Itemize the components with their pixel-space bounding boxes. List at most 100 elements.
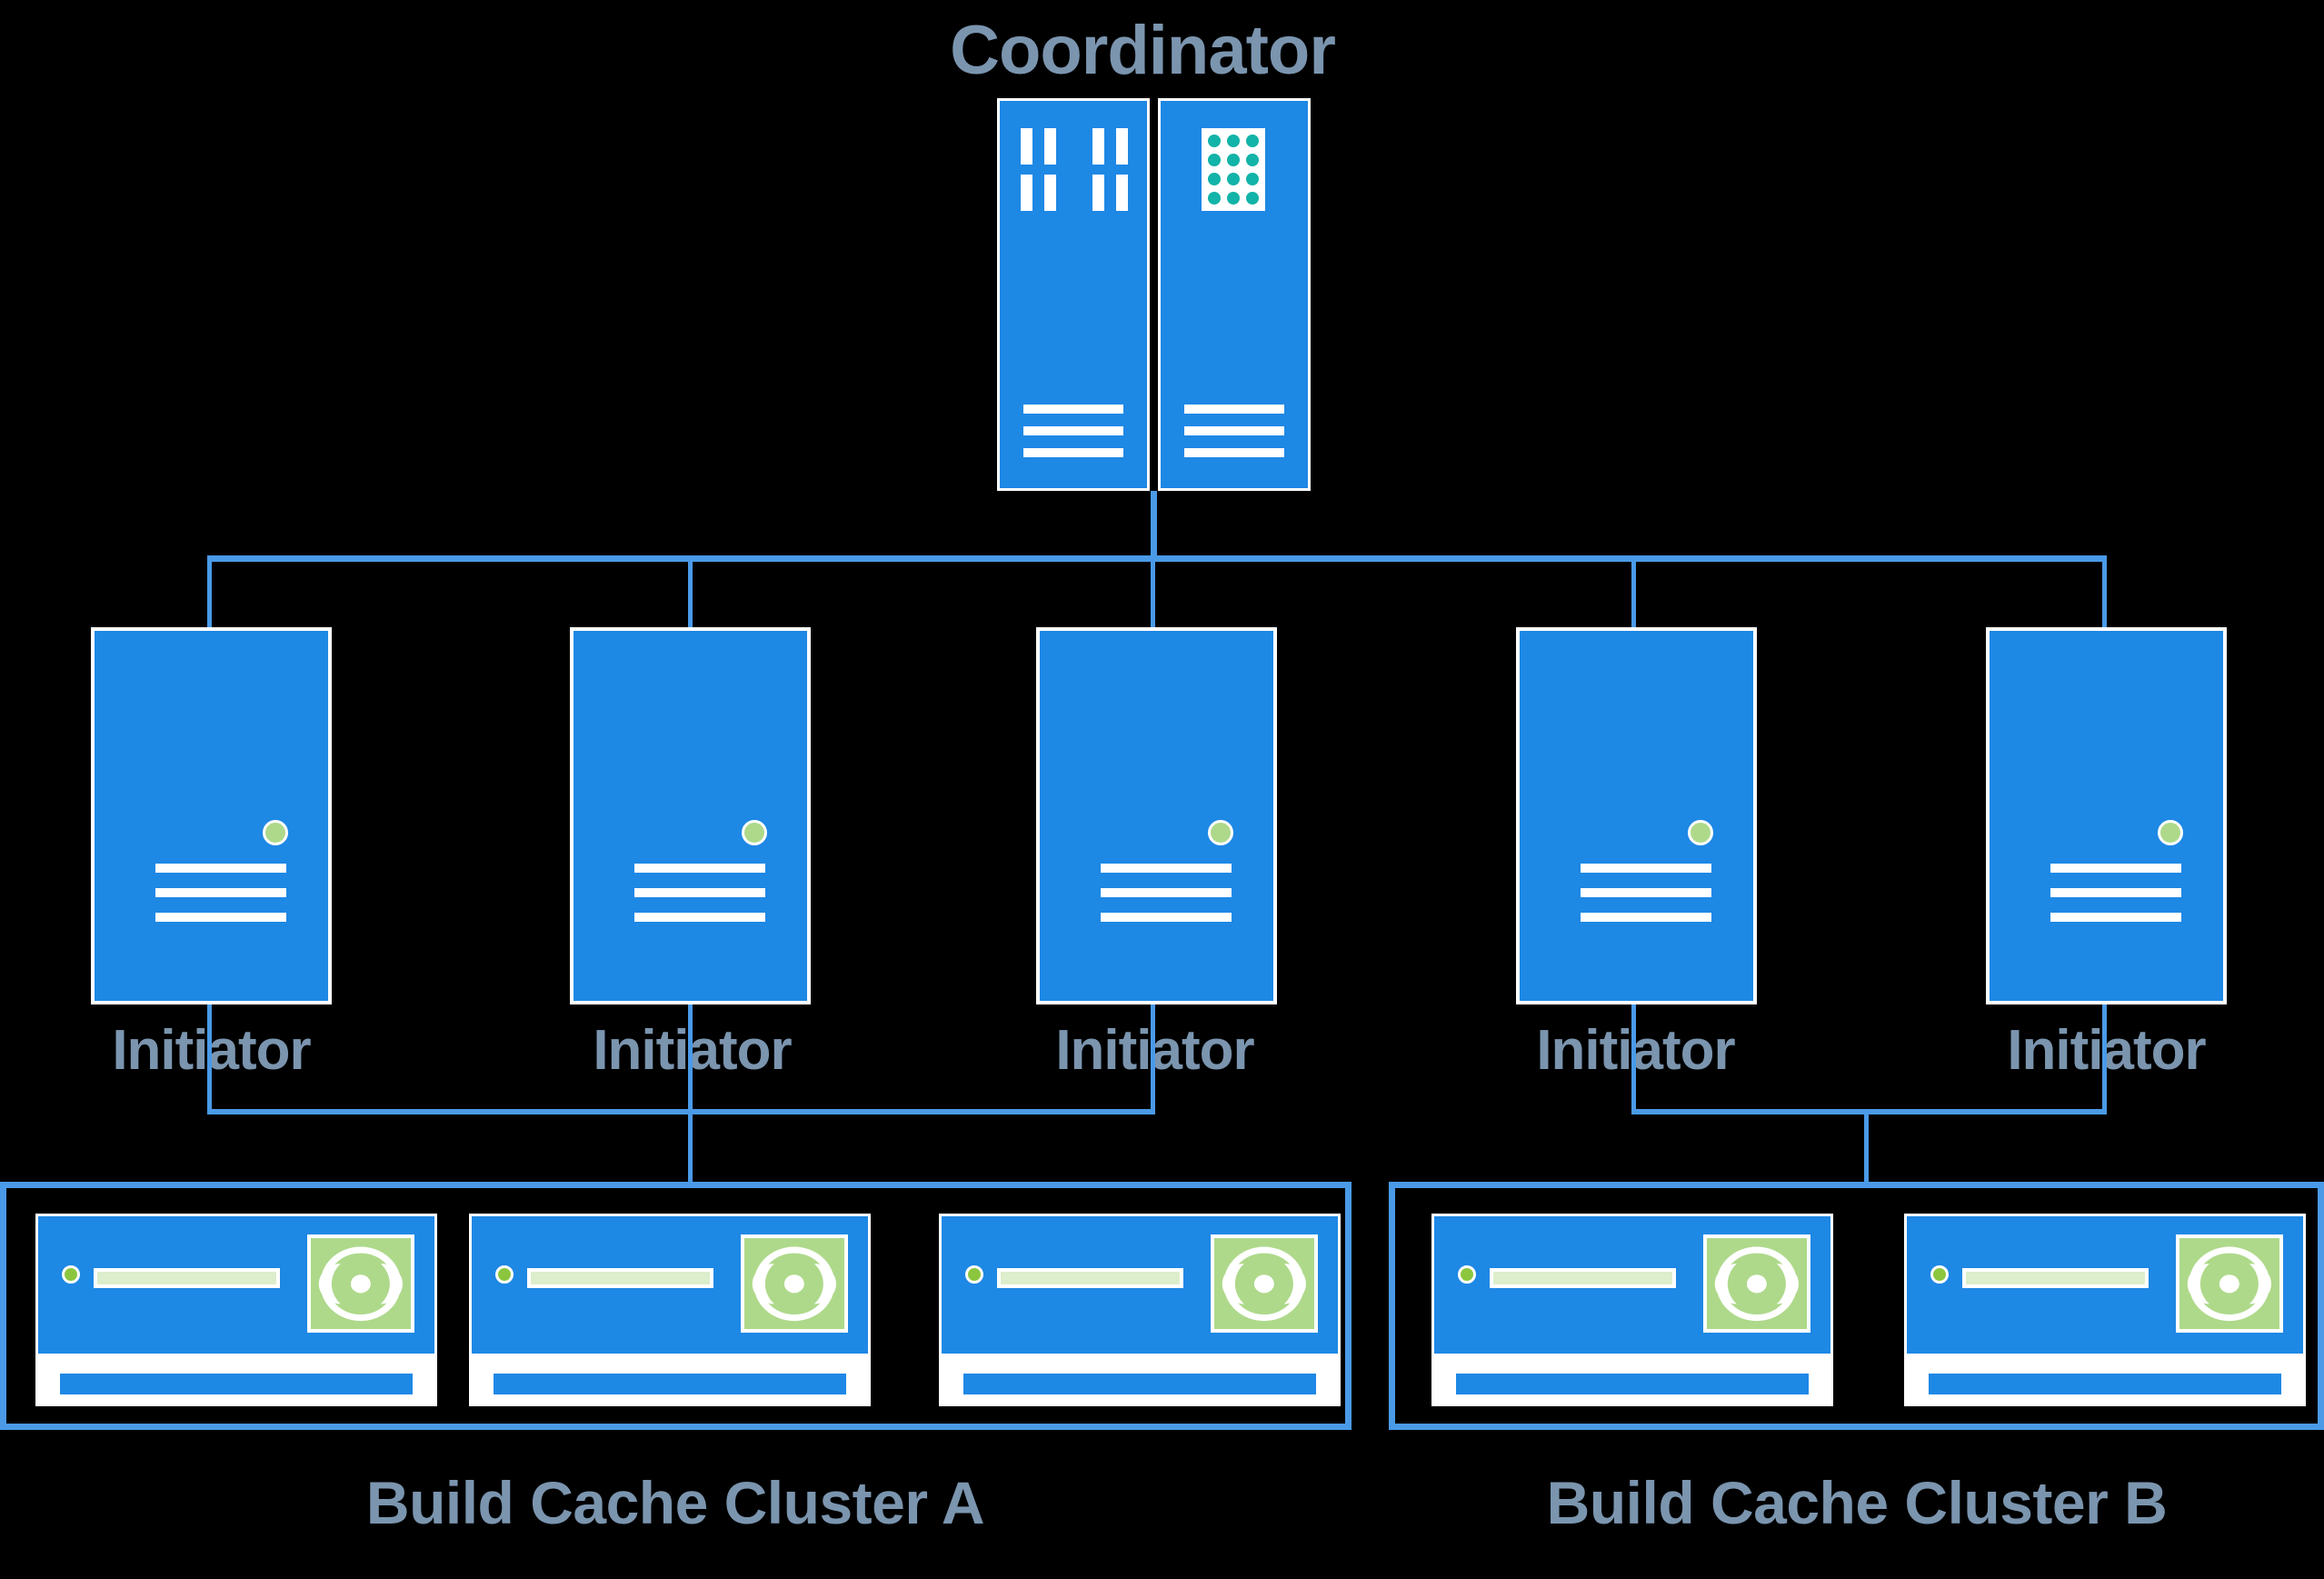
cache-led-icon [965,1265,984,1284]
status-led-icon [263,819,289,845]
cache-bar [1962,1268,2149,1289]
server-line [2050,864,2181,874]
cache-bar [1490,1268,1676,1289]
grid-dot [1227,153,1241,166]
server-status-lines [155,864,286,923]
cache-node-a1[interactable] [35,1214,437,1406]
cache-node-body [35,1214,437,1356]
coordinator-panel-right [1158,98,1311,491]
cache-node-base [1928,1373,2282,1395]
connector-drop-initiator-3 [1151,555,1155,630]
grid-dot [1227,172,1241,185]
cache-node-base [963,1373,1317,1395]
server-status-lines [1580,864,1711,923]
status-led-icon [1208,819,1234,845]
grid-dot [1208,153,1222,166]
grid-dot [1208,191,1222,205]
connector-cluster-a-bus [207,1109,1155,1114]
server-status-lines [2050,864,2181,923]
coordinator-panel-left [997,98,1150,491]
grid-dot [1246,191,1260,205]
grid-dot [1227,191,1241,205]
coordinator-node[interactable] [997,98,1311,491]
cache-node-b1[interactable] [1431,1214,1833,1406]
rack-bar [1043,174,1056,211]
cache-node-body [469,1214,871,1356]
server-line [633,913,765,923]
cache-node-body [1904,1214,2306,1356]
disk-drive-icon [307,1234,415,1334]
build-cache-cluster-b[interactable] [1389,1182,2324,1430]
initiator-node-1[interactable] [91,627,332,1004]
rack-status-lines-right [1183,404,1285,457]
connector-initiator-5-down [2102,1004,2107,1111]
rack-line [1183,447,1285,457]
rack-line [1183,425,1285,435]
grid-dot [1246,153,1260,166]
connector-cluster-b-down [1864,1109,1869,1184]
server-line [155,864,286,874]
connector-initiator-1-down [207,1004,212,1111]
grid-dot [1246,134,1260,147]
cache-node-base [1455,1373,1810,1395]
server-status-lines [633,864,765,923]
initiator-node-5[interactable] [1986,627,2227,1004]
cache-bar [527,1268,713,1289]
cache-led-icon [1930,1265,1950,1284]
rack-status-lines-left [1022,404,1124,457]
connector-cluster-a-down [688,1109,693,1184]
server-line [1580,864,1711,874]
cache-node-base [493,1373,847,1395]
initiator-node-2[interactable] [570,627,811,1004]
server-line [1580,913,1711,923]
connector-drop-initiator-1 [207,555,212,630]
rack-line [1022,447,1124,457]
initiator-node-4[interactable] [1516,627,1757,1004]
server-line [1100,864,1232,874]
server-line [633,888,765,898]
cache-node-body [1431,1214,1833,1356]
connector-initiator-bus [207,555,2107,562]
grid-dot [1208,172,1222,185]
grid-dot [1208,134,1222,147]
connector-cluster-b-bus [1631,1109,2107,1114]
server-line [155,913,286,923]
cache-led-icon [62,1265,81,1284]
grid-dot [1246,172,1260,185]
cache-node-base [59,1373,414,1395]
server-status-lines [1100,864,1232,923]
rack-bar [1043,127,1056,165]
rack-line [1022,404,1124,414]
cache-node-a3[interactable] [939,1214,1341,1406]
cluster-a-label: Build Cache Cluster A [365,1469,985,1536]
server-line [2050,888,2181,898]
disk-drive-icon [1211,1234,1319,1334]
initiator-node-3[interactable] [1036,627,1277,1004]
rack-bar [1092,127,1104,165]
disk-drive-icon [741,1234,849,1334]
rack-line [1022,425,1124,435]
rack-line [1183,404,1285,414]
rack-bar [1020,127,1032,165]
connector-coordinator-down [1151,491,1157,559]
connector-drop-initiator-2 [688,555,693,630]
build-cache-cluster-a[interactable] [0,1182,1352,1430]
server-line [155,888,286,898]
connector-initiator-2-down [688,1004,693,1111]
status-led-icon [1688,819,1714,845]
cache-node-body [939,1214,1341,1356]
server-line [2050,913,2181,923]
cache-bar [997,1268,1183,1289]
cache-bar [94,1268,280,1289]
rack-bar [1115,174,1128,211]
cache-node-a2[interactable] [469,1214,871,1406]
cluster-b-label: Build Cache Cluster B [1546,1469,2168,1536]
dot-grid-icon [1202,127,1266,211]
disk-drive-icon [2176,1234,2284,1334]
coordinator-title: Coordinator [950,12,1336,89]
rack-bar [1020,174,1032,211]
connector-drop-initiator-5 [2102,555,2107,630]
cache-node-b2[interactable] [1904,1214,2306,1406]
cache-led-icon [1458,1265,1477,1284]
